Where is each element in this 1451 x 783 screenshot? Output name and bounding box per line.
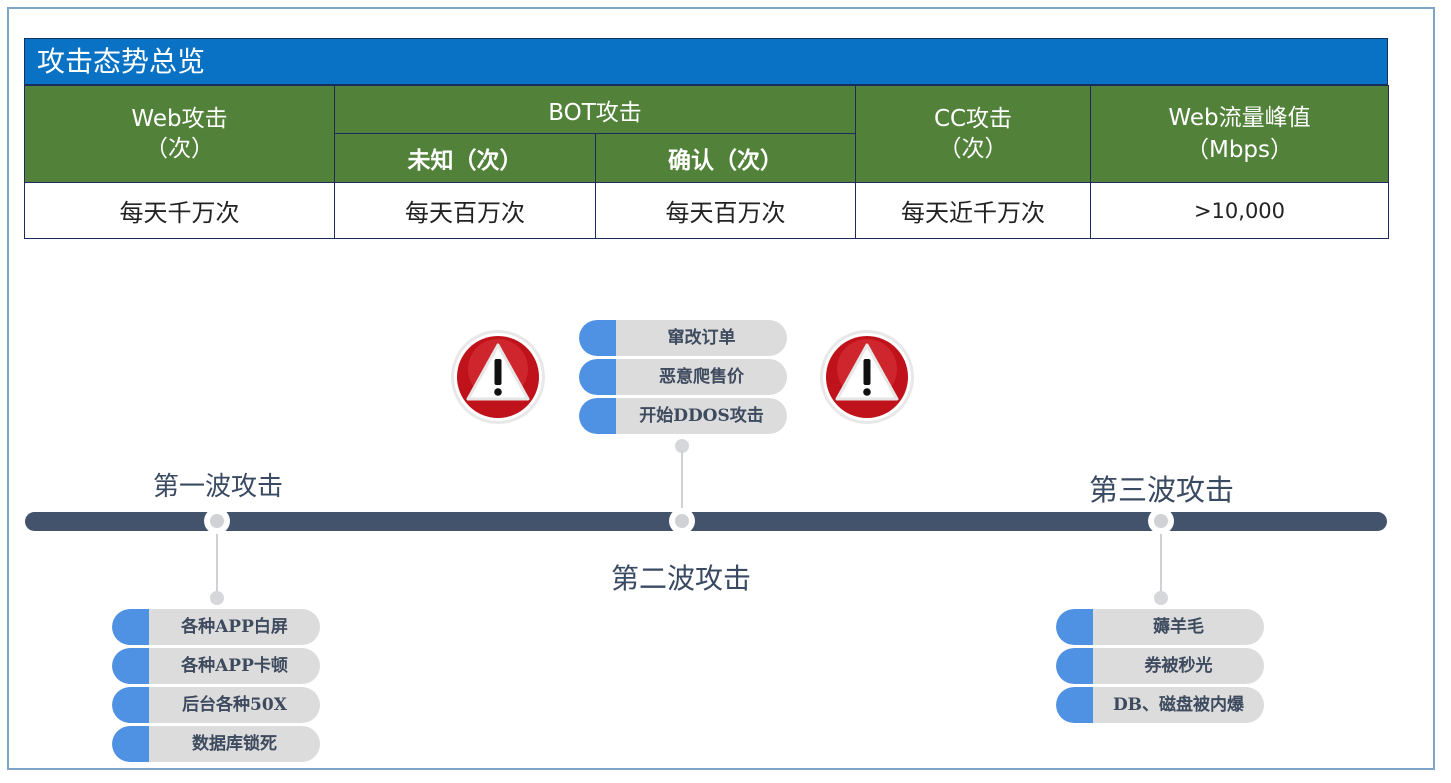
cell-bot-unknown: 每天百万次: [334, 182, 596, 239]
wave1-item-label: 数据库锁死: [192, 734, 277, 754]
wave2-item-label: 开始DDOS攻击: [639, 406, 764, 426]
pill-cap: [1056, 648, 1107, 684]
header-web-attack: Web攻击 （次）: [24, 85, 335, 183]
diagram-frame: [7, 7, 1435, 770]
wave3-item-label: 薅羊毛: [1153, 617, 1204, 637]
connector-line: [681, 450, 683, 510]
wave3-node: [1148, 508, 1174, 534]
wave2-item: 开始DDOS攻击: [579, 398, 787, 434]
connector-line: [216, 533, 218, 593]
wave2-item-label: 窜改订单: [667, 328, 736, 348]
pill-cap: [579, 398, 630, 434]
header-web-traffic-peak: Web流量峰值 （Mbps）: [1090, 85, 1389, 183]
wave1-item: 各种APP卡顿: [112, 648, 320, 684]
attack-overview-table: 攻击态势总览 Web攻击 （次） BOT攻击 CC攻击 （次） Web流量峰值 …: [24, 38, 1389, 239]
header-cc-attack: CC攻击 （次）: [855, 85, 1091, 183]
cell-web-attack: 每天千万次: [24, 182, 335, 239]
wave2-item-label: 恶意爬售价: [659, 367, 744, 387]
wave3-label: 第三波攻击: [1089, 473, 1235, 507]
pill-cap: [112, 609, 163, 645]
wave1-item: 各种APP白屏: [112, 609, 320, 645]
connector-line: [1160, 533, 1162, 593]
table-title: 攻击态势总览: [24, 38, 1388, 85]
connector-dot: [210, 591, 224, 605]
cell-web-traffic-peak: >10,000: [1090, 182, 1389, 239]
header-bot-unknown: 未知（次）: [334, 133, 596, 183]
pill-cap: [112, 648, 163, 684]
header-bot-confirmed: 确认（次）: [595, 133, 856, 183]
wave1-item-label: 各种APP白屏: [181, 617, 288, 637]
pill-cap: [579, 359, 630, 395]
connector-dot: [675, 439, 689, 453]
wave3-item: 薅羊毛: [1056, 609, 1264, 645]
wave1-item-label: 后台各种50X: [182, 695, 287, 715]
cell-bot-confirmed: 每天百万次: [595, 182, 856, 239]
wave2-label: 第二波攻击: [611, 562, 752, 595]
pill-cap: [1056, 609, 1107, 645]
wave3-item-label: DB、磁盘被内爆: [1112, 695, 1245, 715]
wave3-item: 券被秒光: [1056, 648, 1264, 684]
pill-cap: [579, 320, 630, 356]
pill-cap: [1056, 687, 1107, 723]
pill-cap: [112, 687, 163, 723]
wave2-node: [669, 508, 695, 534]
warning-icon: [820, 330, 914, 424]
wave2-item: 窜改订单: [579, 320, 787, 356]
cell-cc-attack: 每天近千万次: [855, 182, 1091, 239]
pill-cap: [112, 726, 163, 762]
wave1-label: 第一波攻击: [153, 472, 284, 502]
wave3-item-label: 券被秒光: [1144, 656, 1213, 676]
warning-icon: [451, 330, 545, 424]
wave1-node: [204, 508, 230, 534]
wave2-item: 恶意爬售价: [579, 359, 787, 395]
wave1-item-label: 各种APP卡顿: [181, 656, 288, 676]
wave3-item: DB、磁盘被内爆: [1056, 687, 1264, 723]
connector-dot: [1154, 591, 1168, 605]
timeline-axis: [25, 512, 1387, 531]
wave1-item: 后台各种50X: [112, 687, 320, 723]
wave1-item: 数据库锁死: [112, 726, 320, 762]
header-bot-attack: BOT攻击: [334, 85, 856, 134]
